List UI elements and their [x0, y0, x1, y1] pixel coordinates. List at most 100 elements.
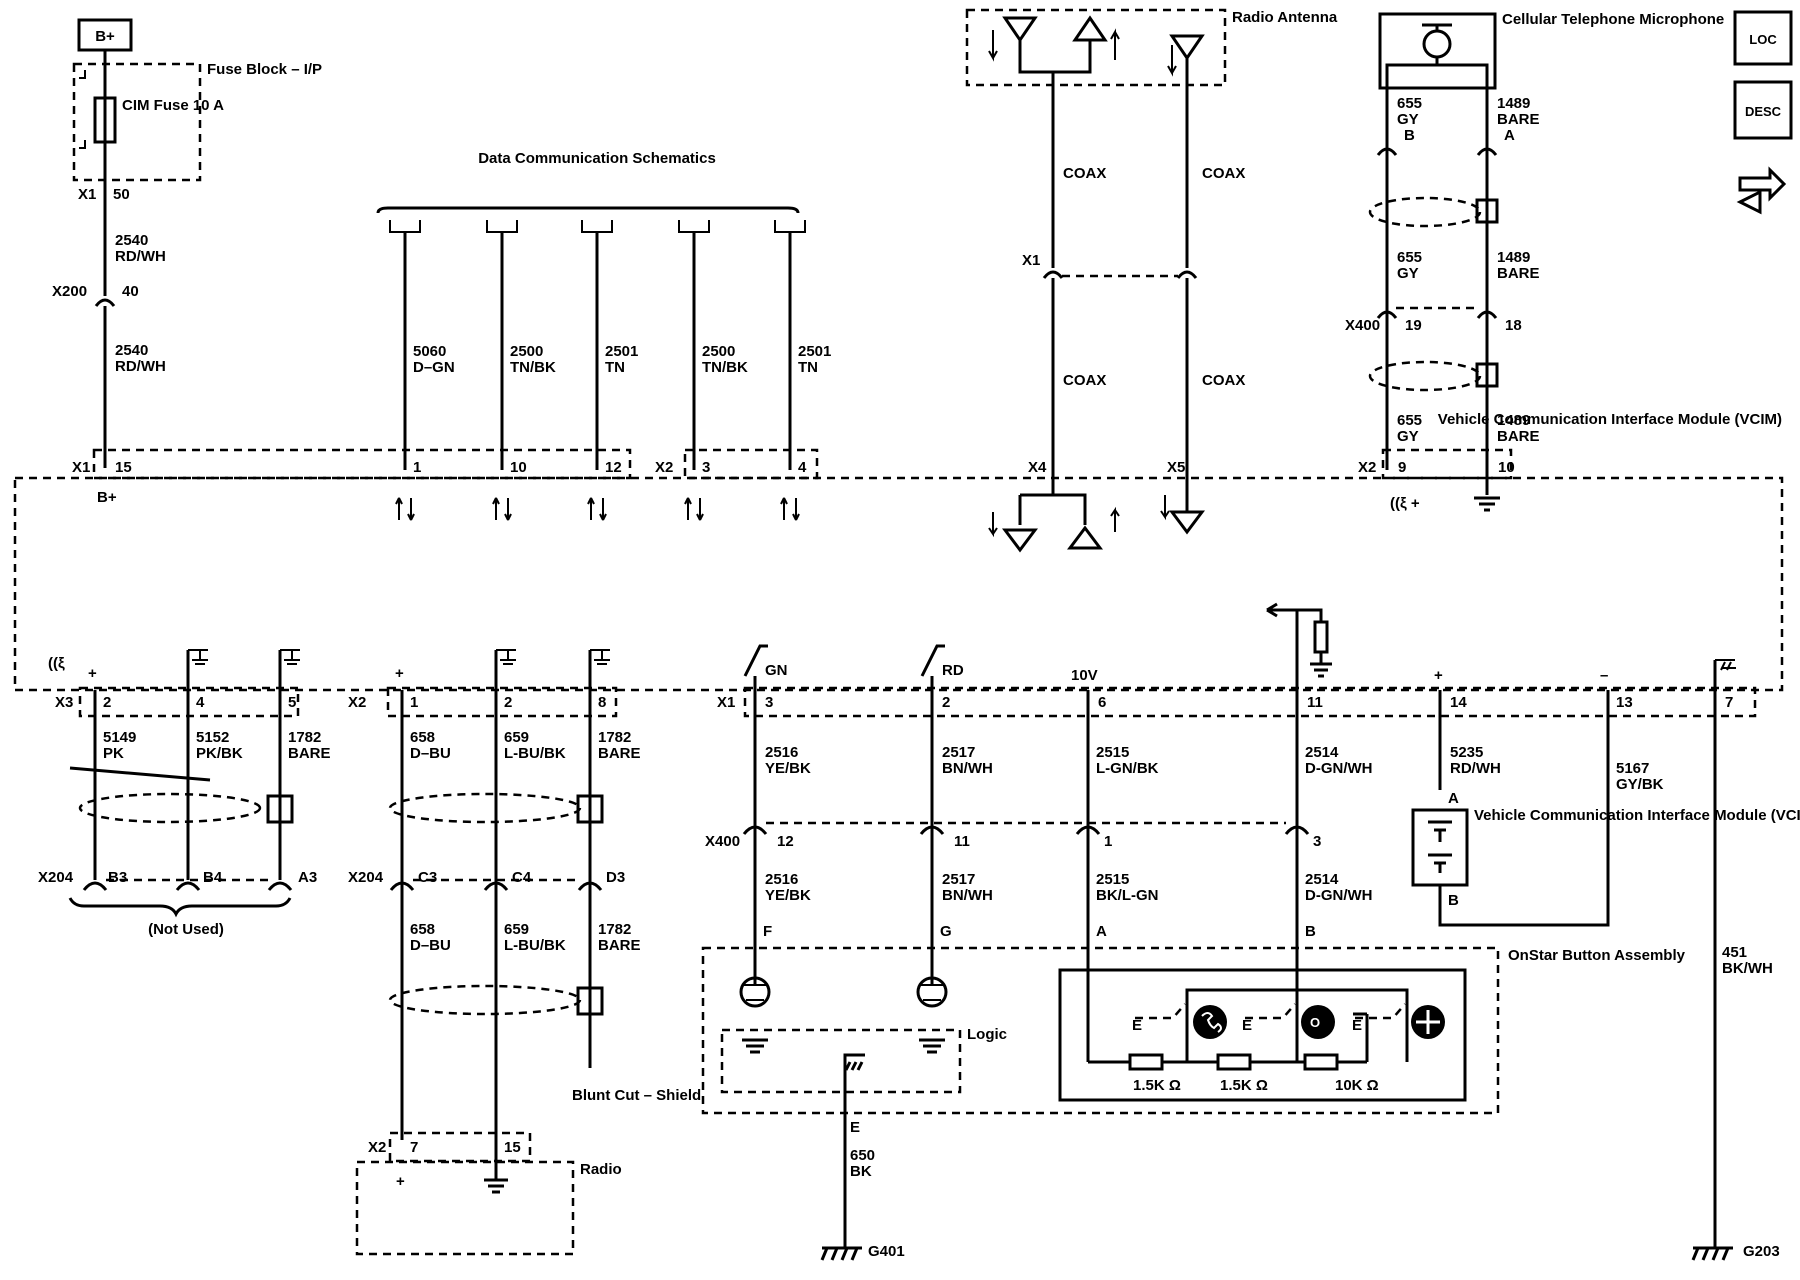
onstar-button-box [1058, 968, 1467, 1102]
coax-4: COAX [1202, 372, 1245, 389]
mic-circuit-b: 655 [1397, 95, 1422, 112]
x2r-radio-pin-1: 7 [410, 1139, 418, 1156]
ground-icon [484, 1178, 508, 1194]
loc-icon[interactable] [1733, 10, 1793, 66]
x1-x400-conn: X400 [705, 833, 740, 850]
x2r-x204-conn: X204 [348, 869, 384, 886]
x1-btn-4: B [1305, 923, 1316, 940]
x2r-circuit-3: 1782 [598, 729, 631, 746]
onstar-assembly-box [701, 946, 1500, 1115]
x2r-pin-1: 1 [410, 694, 418, 711]
g7-pin: 7 [1725, 694, 1733, 711]
radio-label: Radio [580, 1161, 622, 1178]
coax-1: COAX [1063, 165, 1106, 182]
mic-circuit-b2: 655 [1397, 249, 1422, 266]
x3-color-1: PK [103, 745, 124, 762]
x1-color-3: L-GN/BK [1096, 760, 1159, 777]
x2r-circuit-2b: 659 [504, 921, 529, 938]
coax-2: COAX [1202, 165, 1245, 182]
x3-x204-2: B4 [203, 869, 223, 886]
resistor-1-label: 1.5K Ω [1133, 1077, 1181, 1094]
fuse-block-label: Fuse Block – I/P [207, 61, 322, 78]
plus-sign: + [88, 665, 97, 682]
mic-circuit-a3: 1489 [1497, 412, 1530, 429]
feed-circuit-a: 2540 [115, 232, 148, 249]
mic-color-a2: BARE [1497, 265, 1540, 282]
data-comm-bracket [376, 206, 800, 214]
x1-btn-1: F [763, 923, 772, 940]
mic-color-a: BARE [1497, 111, 1540, 128]
onstar-title: OnStar Button Assembly [1508, 947, 1686, 964]
dc-color-1: D–GN [413, 359, 455, 376]
plus-sign: + [1434, 667, 1443, 684]
x1-color-3b: BK/L-GN [1096, 887, 1159, 904]
radio-x2-conn: X2 [368, 1139, 386, 1156]
batt-term-a: A [1448, 790, 1459, 807]
x1-circuit-1b: 2516 [765, 871, 798, 888]
battery-label: Vehicle Communication Interface Module (… [1474, 807, 1800, 824]
dc-x2-conn: X2 [655, 459, 673, 476]
radio-box [355, 1160, 575, 1256]
batt-pin-neg: 13 [1616, 694, 1633, 711]
x1-color-1: YE/BK [765, 760, 811, 777]
feed-color-a: RD/WH [115, 248, 166, 265]
x2r-radio-pin-2: 15 [504, 1139, 521, 1156]
mic-wire-a: 1489 BARE A 1489 BARE 18 1489 BARE 10 [1485, 88, 1540, 495]
vcim-battery-icon [1411, 808, 1469, 887]
dc-circuit-3: 2501 [605, 343, 638, 360]
x2r-circuit-1b: 658 [410, 921, 435, 938]
antenna-x5: X5 [1167, 459, 1185, 476]
x1-15-pin: 15 [115, 459, 132, 476]
x200-pin: 40 [122, 283, 139, 300]
shield-ellipse [1368, 360, 1482, 392]
mic-color-b: GY [1397, 111, 1419, 128]
switch-e: E [1352, 1017, 1362, 1034]
switch-e: E [1242, 1017, 1252, 1034]
resistor-icon [1303, 1053, 1339, 1071]
phone-button-icon[interactable] [1193, 1005, 1227, 1039]
dc-pin-3: 12 [605, 459, 622, 476]
x3-conn: X3 [55, 694, 73, 711]
x1-tag-1: GN [765, 662, 788, 679]
module-title: Vehicle Communication Interface Module (… [1438, 411, 1782, 428]
x1-pin-4: 11 [1307, 694, 1323, 711]
not-used-label: (Not Used) [148, 921, 224, 938]
data-comm-wires: 5060 D–GN 1 2500 TN/BK 10 2501 TN 12 250… [389, 220, 831, 521]
x3-color-2: PK/BK [196, 745, 243, 762]
connector-x200 [94, 298, 116, 307]
onstar-button-icon[interactable] [1301, 1005, 1335, 1039]
batt-color-neg: GY/BK [1616, 776, 1664, 793]
x2r-circuit-1: 658 [410, 729, 435, 746]
ground-icon [1474, 496, 1500, 512]
shield-ellipse [1368, 196, 1482, 228]
x2r-circuit-3b: 1782 [598, 921, 631, 938]
g7-circuit: 451 [1722, 944, 1747, 961]
x2r-pin-3: 8 [598, 694, 606, 711]
x3-circuit-2: 5152 [196, 729, 229, 746]
x3-x204-3: A3 [298, 869, 317, 886]
x2r-x204-2: C4 [512, 869, 532, 886]
x1-circuit-1: 2516 [765, 744, 798, 761]
desc-icon[interactable] [1733, 80, 1793, 140]
x2-radio-wires: 1 658 D–BU C3 658 D–BU 7 2 659 L-BU/BK C… [400, 649, 641, 1180]
speaker-icon: ((ξ + [1390, 495, 1420, 512]
x2r-circuit-2: 659 [504, 729, 529, 746]
battery-box-label: B+ [95, 28, 115, 45]
g203-label: G203 [1743, 1243, 1780, 1260]
x3-pin-3: 5 [288, 694, 296, 711]
x1-color-2: BN/WH [942, 760, 993, 777]
onstar-gnd-color: BK [850, 1163, 872, 1180]
x3-wires: 2 5149 PK B3 4 5152 PK/BK B4 5 1782 BARE… [93, 649, 331, 886]
x1-pin-3: 6 [1098, 694, 1106, 711]
x1-circuit-3b: 2515 [1096, 871, 1129, 888]
resistor-icon [1313, 620, 1329, 654]
plus-sign: + [396, 1173, 405, 1190]
mic-x400-conn: X400 [1345, 317, 1380, 334]
x3-pin-1: 2 [103, 694, 111, 711]
connector-arrows-icon[interactable] [1736, 166, 1787, 215]
vcim-module-box [13, 476, 1784, 692]
x1-wires: GN 3 2516 YE/BK 12 2516 YE/BK F RD 2 251… [743, 610, 1373, 1062]
data-comm-title: Data Communication Schematics [478, 150, 716, 167]
x1-color-4: D-GN/WH [1305, 760, 1373, 777]
